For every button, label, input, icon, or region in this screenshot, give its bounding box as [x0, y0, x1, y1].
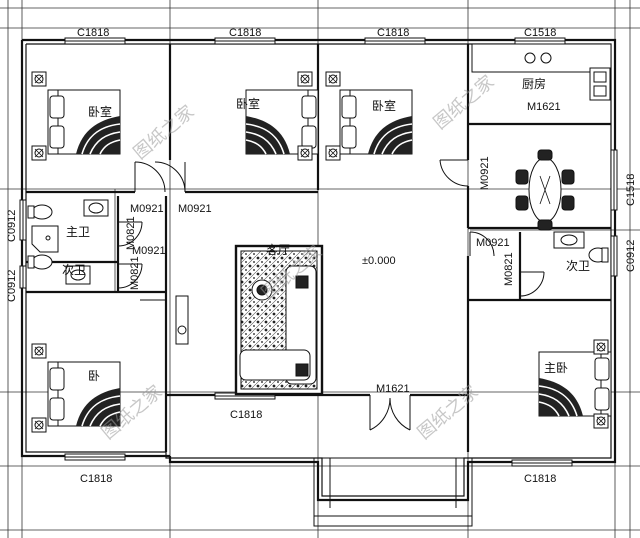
code-right-door-2: M0821	[503, 252, 515, 286]
window-bottom-1	[64, 453, 126, 461]
porch	[313, 457, 473, 527]
toilet-icon-2	[27, 254, 53, 270]
code-door-bath-b: M0821	[125, 216, 137, 250]
bed-master	[538, 339, 612, 429]
door-bedroom2	[154, 161, 186, 193]
code-door-bath-d: M0821	[129, 256, 141, 290]
doors	[117, 159, 545, 431]
room-bedroom-4: 卧	[88, 369, 100, 383]
sink-icon	[83, 199, 109, 217]
watermark-5: 图纸之家	[414, 381, 483, 443]
bed-bedroom3	[325, 71, 413, 161]
room-master-bedroom: 主卧	[544, 361, 568, 375]
sofa-set	[175, 244, 324, 396]
code-labels: C1818 C1818 C1818 C1518 M1621 C0912 C091…	[6, 27, 637, 485]
dining-table	[515, 149, 575, 231]
door-entrance	[369, 395, 411, 431]
door-right-2	[519, 271, 545, 297]
code-top-window-3: C1818	[377, 27, 409, 39]
room-labels: 卧室 卧室 卧室 卧 主卧 厨房 客厅 主卫 次卫 次卫	[62, 76, 590, 383]
code-kitchen-door: M1621	[527, 101, 561, 113]
windows	[19, 37, 618, 467]
code-door-bath-c: M0921	[132, 245, 166, 257]
code-top-window-1: C1818	[77, 27, 109, 39]
code-left-window-1: C0912	[6, 210, 18, 242]
watermark-1: 图纸之家	[130, 101, 199, 163]
room-bedroom-2: 卧室	[236, 96, 260, 111]
room-bedroom-3: 卧室	[372, 98, 396, 113]
code-level: ±0.000	[362, 255, 396, 267]
code-door-bed-2: M0921	[178, 203, 212, 215]
door-right-1	[469, 231, 495, 257]
door-bath-b	[117, 263, 143, 289]
window-left-1	[19, 199, 27, 241]
code-top-window-2: C1818	[229, 27, 261, 39]
window-top-1	[64, 37, 126, 45]
code-door-bath-a: M0921	[130, 203, 164, 215]
code-bottom-window-2: C1818	[524, 473, 556, 485]
code-top-window-4: C1518	[524, 27, 556, 39]
window-bottom-2	[511, 459, 573, 467]
door-bedroom1	[134, 161, 166, 193]
shower-icon	[31, 225, 59, 253]
room-bedroom-1: 卧室	[88, 104, 112, 119]
window-top-3	[364, 37, 426, 45]
room-kitchen: 厨房	[522, 76, 546, 91]
bath-fixtures	[27, 199, 609, 285]
code-living-window: C1818	[230, 409, 262, 421]
code-right-window-bath: C0912	[625, 240, 637, 272]
sink-icon-2	[65, 265, 91, 285]
code-entrance-door: M1621	[376, 383, 410, 395]
window-right-dining	[610, 149, 618, 211]
window-top-2	[214, 37, 276, 45]
kitchen-fixtures	[471, 43, 612, 101]
door-bedroom3	[439, 159, 469, 187]
code-right-door-1: M0921	[476, 237, 510, 249]
room-second-bath-left: 次卫	[62, 263, 86, 277]
door-bath-a	[117, 221, 143, 247]
bed-bedroom4	[31, 343, 121, 433]
code-left-window-2: C0912	[6, 270, 18, 302]
window-left-2	[19, 265, 27, 289]
toilet-icon-3	[588, 247, 609, 263]
room-living: 客厅	[266, 242, 290, 257]
room-second-bath-right: 次卫	[566, 259, 590, 273]
bed-bedroom2	[245, 71, 319, 161]
toilet-icon	[27, 204, 53, 220]
window-right-bath	[610, 235, 618, 277]
code-dining-door: M0921	[479, 156, 491, 190]
sink-icon-3	[553, 231, 585, 249]
code-right-window-dining: C1518	[625, 174, 637, 206]
code-bottom-window-1: C1818	[80, 473, 112, 485]
room-master-bath: 主卫	[66, 225, 90, 239]
